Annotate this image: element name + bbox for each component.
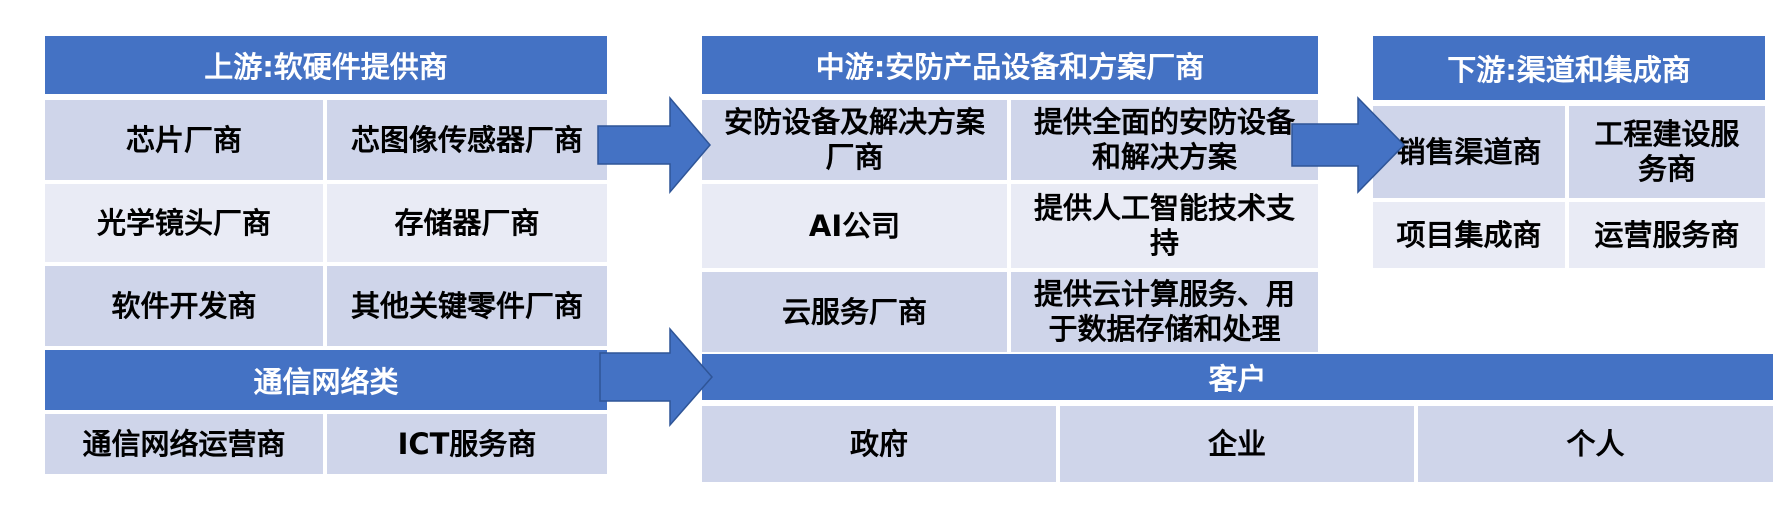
- upstream-item-other-parts: 其他关键零件厂商: [327, 266, 607, 346]
- arrow-network-to-customers-icon: [599, 327, 713, 427]
- midstream-row-3-name: 云服务厂商: [702, 272, 1007, 352]
- upstream-item-memory: 存储器厂商: [327, 184, 607, 262]
- midstream-header: 中游:安防产品设备和方案厂商: [702, 36, 1318, 94]
- customer-enterprise: 企业: [1060, 406, 1414, 482]
- midstream-row-1-desc: 提供全面的安防设备和解决方案: [1011, 100, 1318, 180]
- customers-header: 客户: [702, 354, 1773, 400]
- downstream-item-engineering: 工程建设服务商: [1569, 106, 1765, 198]
- arrow-upstream-to-midstream-icon: [597, 95, 711, 195]
- network-item-ict: ICT服务商: [327, 414, 607, 474]
- midstream-row-1-name: 安防设备及解决方案厂商: [702, 100, 1007, 180]
- network-item-operator: 通信网络运营商: [45, 414, 323, 474]
- customer-individual: 个人: [1418, 406, 1773, 482]
- arrow-shape: [599, 327, 713, 427]
- upstream-item-chip: 芯片厂商: [45, 100, 323, 180]
- arrow-shape: [1291, 96, 1406, 194]
- upstream-item-software: 软件开发商: [45, 266, 323, 346]
- arrow-midstream-to-downstream-icon: [1291, 96, 1406, 194]
- customer-government: 政府: [702, 406, 1056, 482]
- upstream-item-optical-lens: 光学镜头厂商: [45, 184, 323, 262]
- midstream-row-2-name: AI公司: [702, 184, 1007, 268]
- downstream-item-integrator: 项目集成商: [1373, 202, 1565, 268]
- downstream-item-operations: 运营服务商: [1569, 202, 1765, 268]
- network-header: 通信网络类: [45, 350, 607, 410]
- upstream-item-image-sensor: 芯图像传感器厂商: [327, 100, 607, 180]
- arrow-shape: [597, 95, 711, 195]
- midstream-row-3-desc: 提供云计算服务、用于数据存储和处理: [1011, 272, 1318, 352]
- downstream-item-sales: 销售渠道商: [1373, 106, 1565, 198]
- upstream-header: 上游:软硬件提供商: [45, 36, 607, 94]
- midstream-row-2-desc: 提供人工智能技术支持: [1011, 184, 1318, 268]
- downstream-header: 下游:渠道和集成商: [1373, 36, 1765, 100]
